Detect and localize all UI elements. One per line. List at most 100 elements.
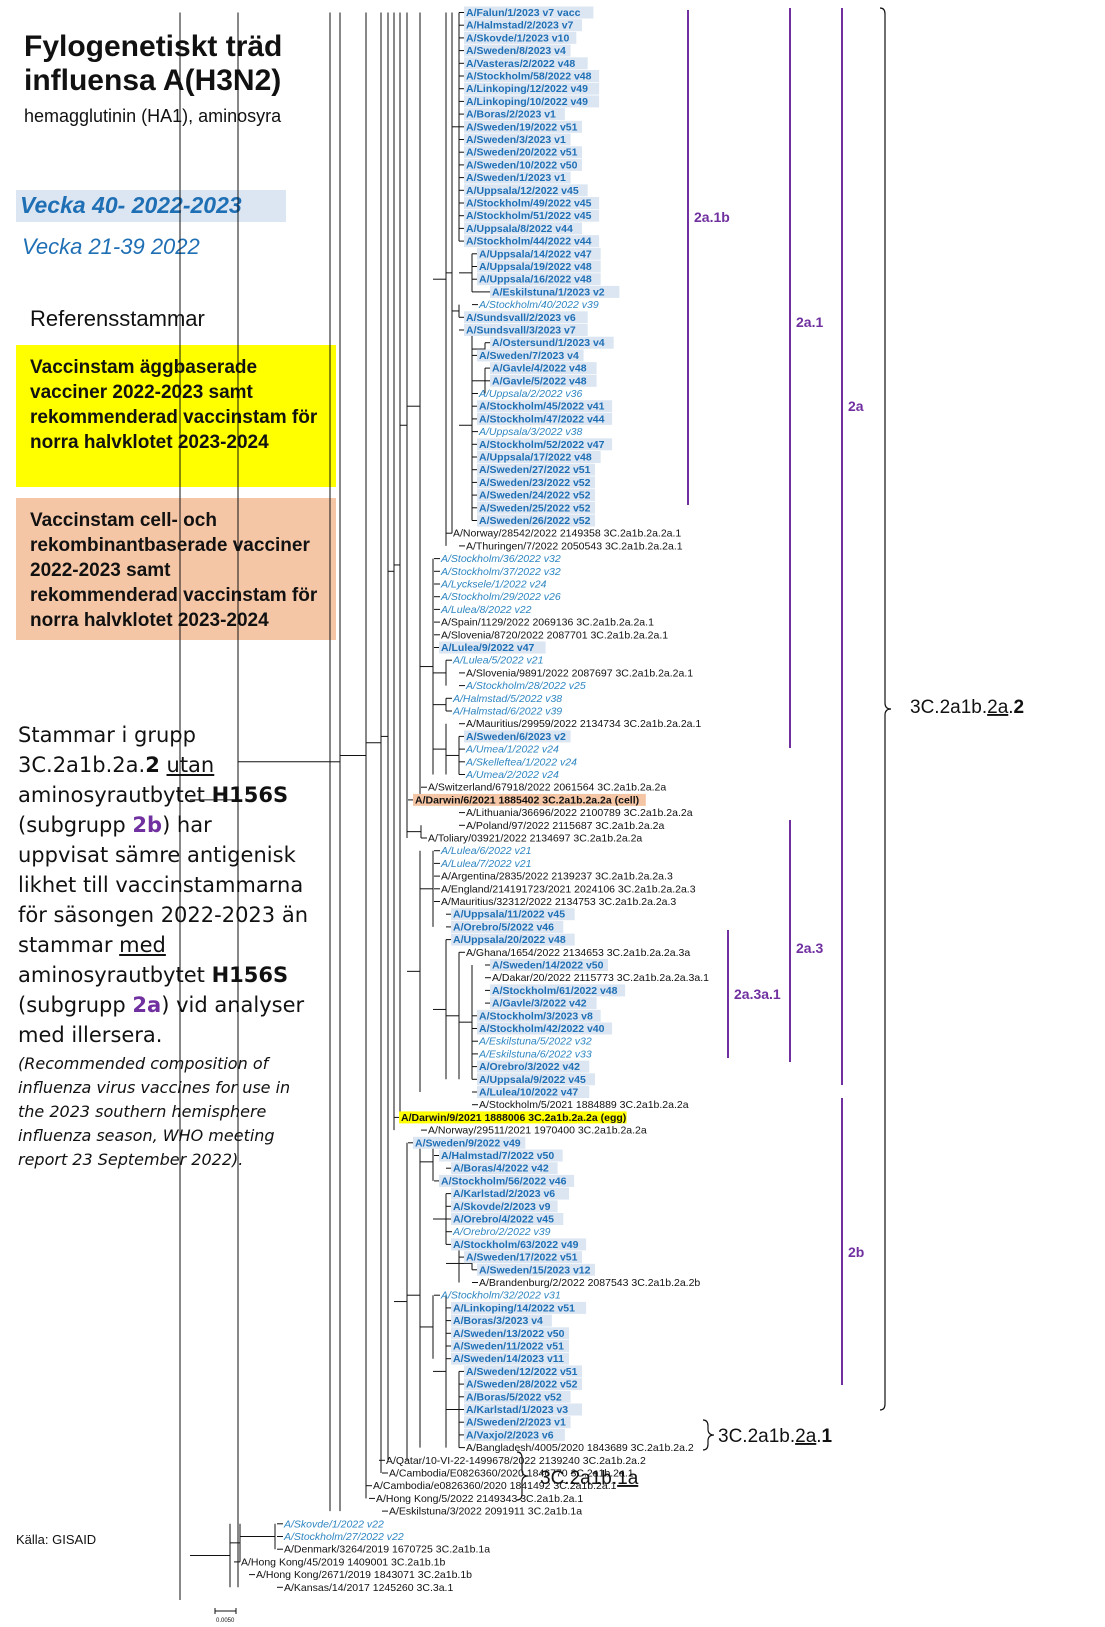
current-highlight [464, 197, 600, 209]
clade-label-2a1: 2a.1 [796, 314, 823, 330]
taxon-label: A/Switzerland/67918/2022 2061564 3C.2a1b… [428, 782, 666, 794]
taxon-label: A/Thuringen/7/2022 2050543 3C.2a1b.2a.2a… [466, 540, 683, 552]
reference-heading: Referensstammar [30, 306, 205, 331]
current-highlight [464, 19, 582, 32]
taxon-label: A/Falun/1/2023 v7 vacc [466, 7, 581, 19]
brace-1a [516, 1451, 529, 1501]
taxon-label: A/Boras/2/2023 v1 [466, 109, 556, 121]
taxon-label: A/Bangladesh/4005/2020 1843689 3C.2a1b.2… [466, 1442, 694, 1454]
taxon-label: A/Sweden/2/2023 v1 [466, 1417, 566, 1429]
taxon-label: A/Eskilstuna/6/2022 v33 [478, 1048, 592, 1060]
note-part: 2b [132, 813, 163, 837]
current-highlight [464, 171, 571, 184]
taxon-label: A/Stockholm/5/2021 1884889 3C.2a1b.2a.2a [479, 1099, 689, 1111]
current-highlight [451, 920, 564, 933]
taxon-label: A/Stockholm/45/2022 v41 [479, 401, 605, 413]
taxon-label: A/Boras/5/2022 v52 [466, 1391, 562, 1403]
note-part: ) har uppvisat sämre antigenisk likhet t… [18, 813, 309, 957]
current-highlight [439, 641, 546, 654]
current-highlight [490, 285, 620, 298]
current-highlight [477, 451, 601, 463]
current-highlight [464, 44, 571, 57]
taxon-label: A/Ostersund/1/2023 v4 [492, 337, 605, 349]
taxon-label: A/Sweden/10/2022 v50 [466, 159, 578, 171]
taxon-label: A/Lulea/10/2022 v47 [479, 1087, 578, 1099]
taxon-label: A/Skovde/1/2022 v22 [283, 1518, 384, 1530]
taxon-label: A/Linkoping/10/2022 v49 [466, 96, 588, 108]
taxon-label: A/Skovde/2/2023 v9 [453, 1201, 551, 1213]
scale-label: 0.0050 [216, 1618, 235, 1624]
taxon-label: A/Sweden/19/2022 v51 [466, 121, 578, 133]
current-highlight [490, 336, 614, 349]
taxon-label: A/Sweden/14/2022 v50 [492, 960, 604, 972]
taxon-label: A/Argentina/2835/2022 2139237 3C.2a1b.2a… [441, 871, 673, 883]
taxon-label: A/Stockholm/42/2022 v40 [479, 1023, 605, 1035]
taxon-label: A/Darwin/9/2021 1888006 3C.2a1b.2a.2a (e… [401, 1112, 626, 1124]
taxon-label: A/Halmstad/5/2022 v38 [452, 693, 562, 705]
current-highlight [439, 1149, 563, 1162]
current-highlight [464, 1416, 571, 1429]
taxon-label: A/Sweden/27/2022 v51 [479, 464, 591, 476]
note-part: med [119, 933, 166, 957]
taxon-label: A/Darwin/6/2021 1885402 3C.2a1b.2a.2a (c… [415, 794, 639, 806]
clade-label-2b: 2b [848, 1244, 864, 1260]
taxon-label: A/Slovenia/9891/2022 2087697 3C.2a1b.2a.… [466, 667, 693, 679]
current-highlight [477, 476, 595, 489]
taxon-label: A/Mauritius/32312/2022 2134753 3C.2a1b.2… [441, 896, 676, 908]
taxon-label: A/Skelleftea/1/2022 v24 [465, 756, 577, 768]
current-highlight [464, 120, 582, 133]
taxon-label: A/Uppsala/17/2022 v48 [479, 452, 592, 464]
current-highlight [477, 489, 595, 502]
current-highlight [464, 108, 565, 121]
taxon-label: A/Karlstad/2/2023 v6 [453, 1188, 555, 1200]
clade-label-3C2a1b2a1: 3C.2a1b.2a.1 [718, 1426, 833, 1447]
current-highlight [439, 1174, 575, 1187]
taxon-label: A/Stockholm/47/2022 v44 [479, 413, 605, 425]
taxon-label: A/Sweden/20/2022 v51 [466, 147, 578, 159]
current-highlight [464, 730, 571, 743]
taxon-label: A/Sweden/24/2022 v52 [479, 490, 591, 502]
current-highlight [477, 463, 595, 476]
taxon-label: A/Sweden/17/2022 v51 [466, 1252, 578, 1264]
cell-highlight [413, 793, 646, 806]
clade-label-3C2a1b2a2: 3C.2a1b.2a.2 [910, 697, 1024, 718]
clade-label-2a: 2a [848, 398, 864, 414]
current-highlight [464, 82, 600, 95]
taxon-label: A/Uppsala/8/2022 v44 [466, 223, 573, 235]
current-highlight [477, 1263, 595, 1276]
note-part: (subgrupp [18, 993, 126, 1017]
taxon-label: A/Sweden/6/2023 v2 [466, 731, 566, 743]
brace-2a2 [879, 7, 892, 1411]
note-part: H156S [211, 963, 289, 987]
legend-current-season: Vecka 40- 2022-2023 [16, 190, 286, 222]
current-highlight [477, 1073, 595, 1086]
taxon-label: A/Sweden/8/2023 v4 [466, 45, 566, 57]
current-highlight [464, 146, 582, 159]
current-highlight [451, 1187, 569, 1200]
taxon-label: A/Stockholm/52/2022 v47 [479, 439, 605, 451]
current-highlight [490, 362, 597, 375]
current-highlight [477, 1009, 601, 1022]
current-highlight [477, 247, 601, 260]
note-part: H156S [211, 783, 289, 807]
current-highlight [451, 1327, 569, 1340]
current-highlight [477, 1060, 590, 1073]
taxon-label: A/Sweden/13/2022 v50 [453, 1328, 565, 1340]
current-highlight [451, 1213, 564, 1225]
egg-highlight [399, 1111, 627, 1124]
taxon-label: A/Lulea/7/2022 v21 [440, 858, 532, 870]
scale-bar: 0.0050 [214, 1608, 237, 1624]
current-highlight [464, 235, 600, 248]
taxon-label: A/Sweden/11/2022 v51 [453, 1341, 564, 1353]
taxon-label: A/Uppsala/11/2022 v45 [453, 909, 565, 921]
taxon-label: A/Denmark/3264/2019 1670725 3C.2a1b.1a [284, 1544, 490, 1556]
taxon-label: A/Slovenia/8720/2022 2087701 3C.2a1b.2a.… [441, 629, 668, 641]
legend-previous: Vecka 21-39 2022 [22, 234, 200, 259]
clade-label-3C2a1b1a: 3C.2a1b.1a [540, 1468, 639, 1489]
current-highlight [464, 1403, 582, 1416]
taxon-label: A/Uppsala/9/2022 v45 [479, 1074, 586, 1086]
taxon-label: A/Hong Kong/45/2019 1409001 3C.2a1b.1b [241, 1556, 446, 1568]
taxon-label: A/Cambodia/e0826360/2020 1841492 3C.2a1b… [373, 1480, 617, 1492]
current-highlight [464, 158, 582, 171]
note-part: ) vid analyser med illersera. [18, 993, 305, 1047]
